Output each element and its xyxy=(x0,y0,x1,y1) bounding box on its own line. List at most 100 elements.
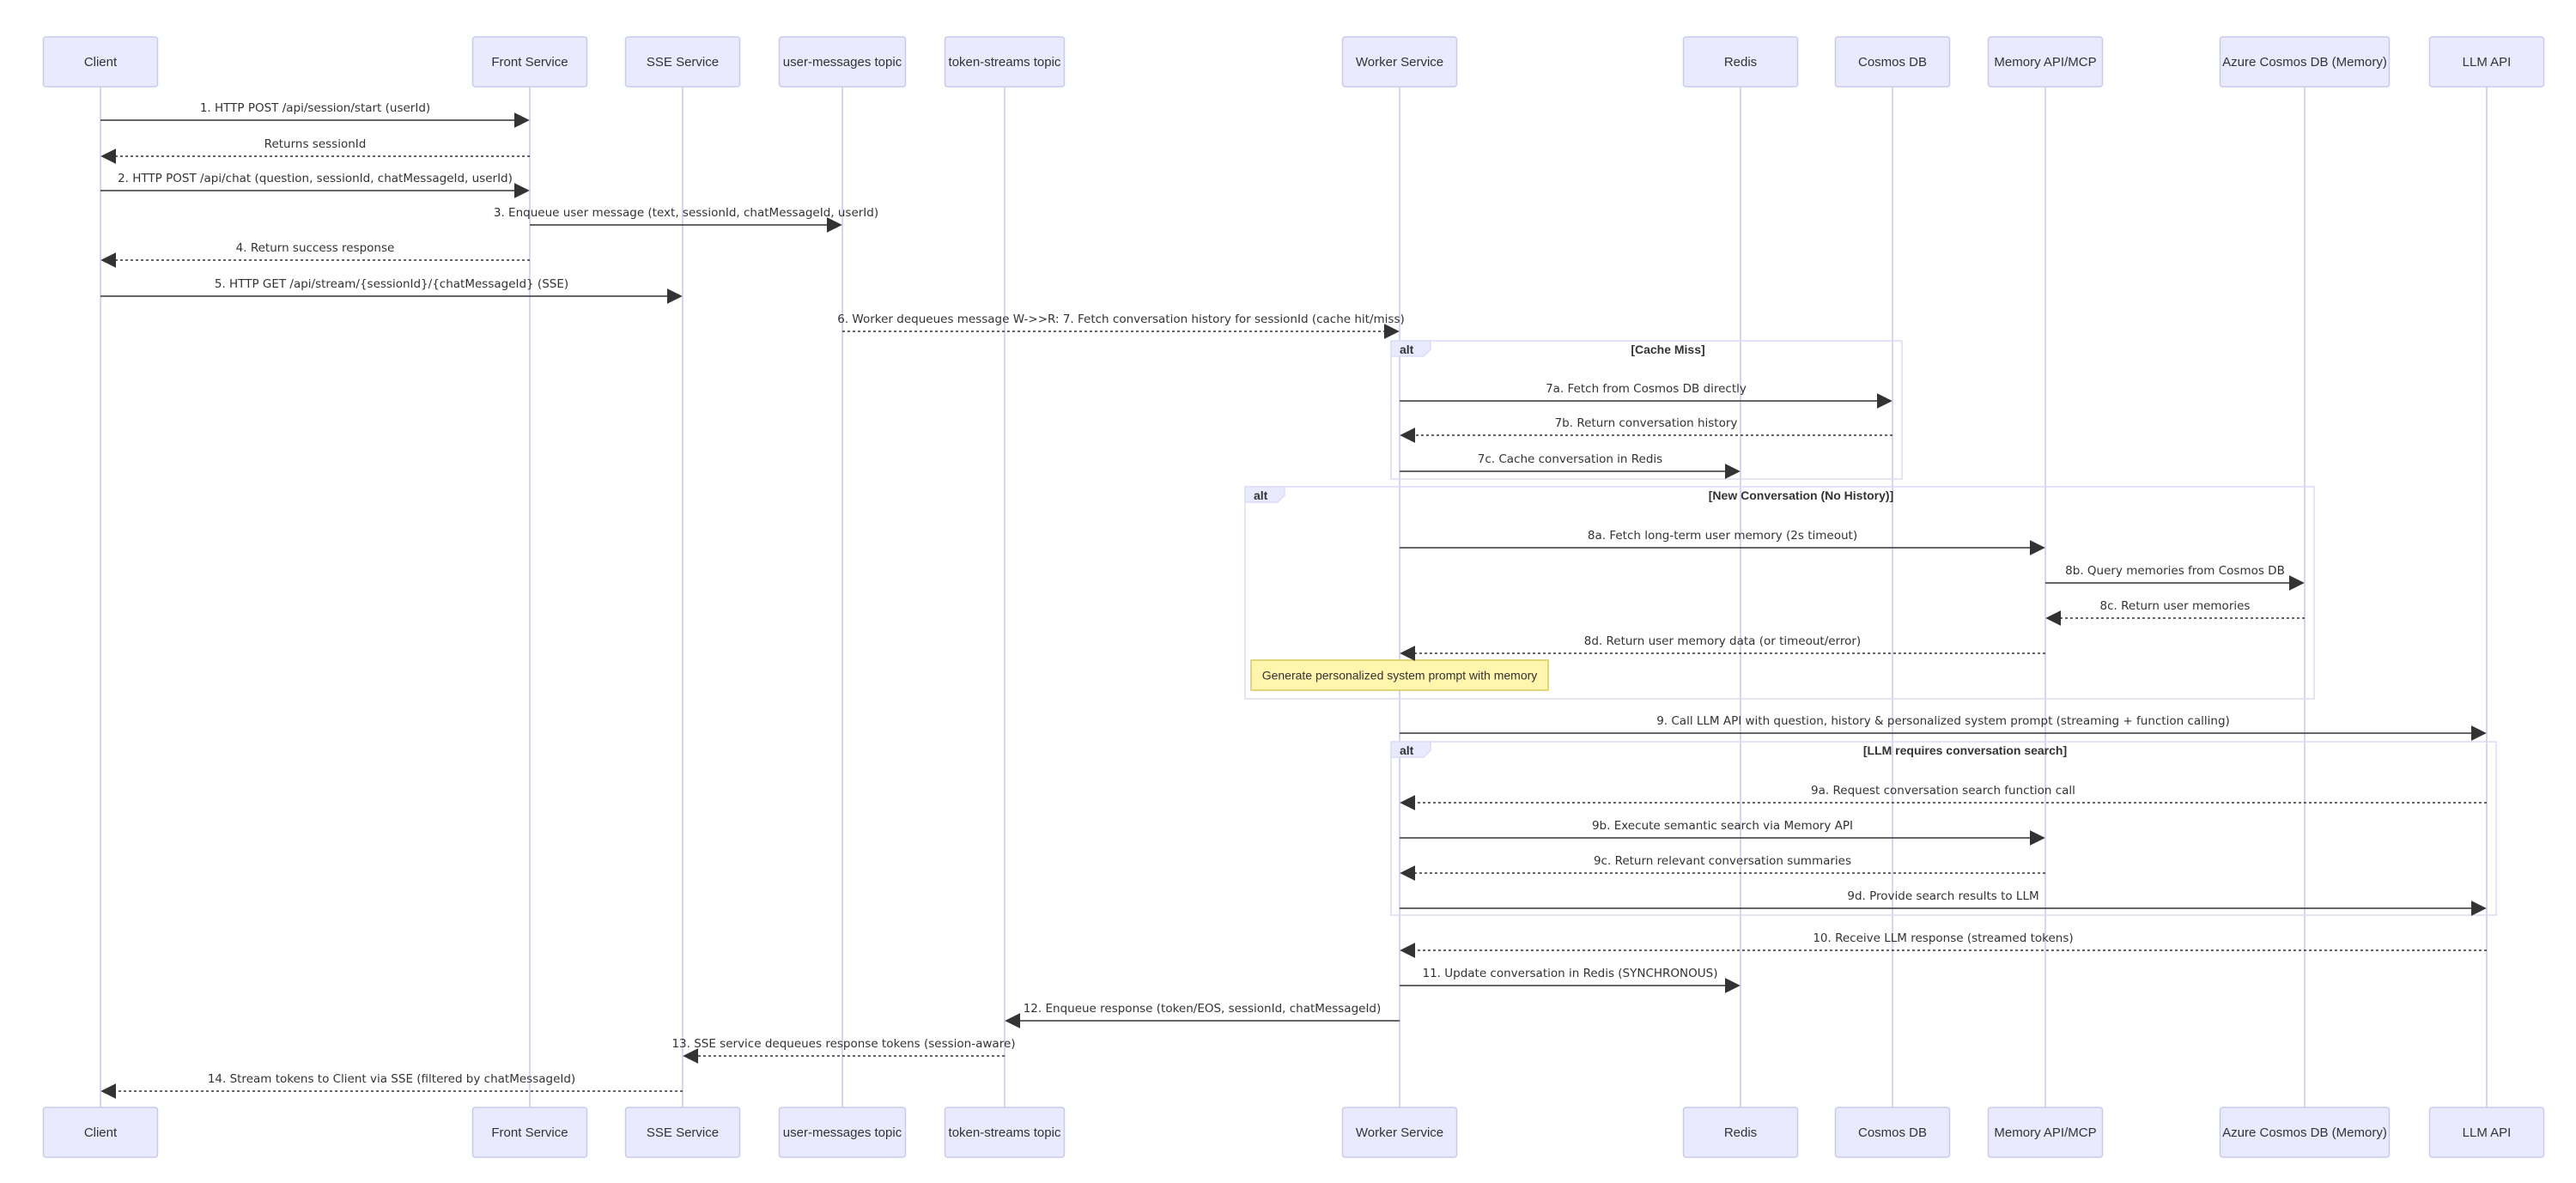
participant-label: Redis xyxy=(1724,1125,1757,1140)
alt-keyword: alt xyxy=(1400,743,1414,757)
message-6: 5. HTTP GET /api/stream/{sessionId}/{cha… xyxy=(100,277,683,304)
message-14: 8d. Return user memory data (or timeout/… xyxy=(1400,634,2045,661)
participant-worker-bottom[interactable]: Worker Service xyxy=(1341,1107,1458,1158)
participant-box xyxy=(1682,36,1799,88)
participant-box xyxy=(624,36,741,88)
participant-llm-bottom[interactable]: LLM API xyxy=(2428,1107,2545,1158)
participant-label: SSE Service xyxy=(647,55,719,70)
participant-box xyxy=(778,36,907,88)
participant-acos-top[interactable]: Azure Cosmos DB (Memory) xyxy=(2219,36,2391,88)
participant-ts-top[interactable]: token-streams topic xyxy=(944,36,1066,88)
participant-label: Cosmos DB xyxy=(1858,1125,1927,1140)
note-layer: Generate personalized system prompt with… xyxy=(1250,659,1549,691)
participant-llm-top[interactable]: LLM API xyxy=(2428,36,2545,88)
message-label: 12. Enqueue response (token/EOS, session… xyxy=(1024,1002,1382,1016)
participant-cosmos-top[interactable]: Cosmos DB xyxy=(1834,36,1951,88)
participant-redis-top[interactable]: Redis xyxy=(1682,36,1799,88)
participant-um-bottom[interactable]: user-messages topic xyxy=(778,1107,907,1158)
participant-box xyxy=(42,36,159,88)
message-label: 9a. Request conversation search function… xyxy=(1811,784,2075,798)
message-label: 7c. Cache conversation in Redis xyxy=(1478,452,1662,466)
participant-box xyxy=(1341,36,1458,88)
alt-condition: [Cache Miss] xyxy=(1631,343,1704,356)
participant-label: Redis xyxy=(1724,55,1757,70)
message-label: 13. SSE service dequeues response tokens… xyxy=(671,1037,1015,1051)
message-label: 1. HTTP POST /api/session/start (userId) xyxy=(200,101,430,115)
participant-box xyxy=(471,36,588,88)
message-label: 3. Enqueue user message (text, sessionId… xyxy=(494,206,878,220)
message-label: 9c. Return relevant conversation summari… xyxy=(1594,854,1851,868)
participant-front-top[interactable]: Front Service xyxy=(471,36,588,88)
message-label: 9. Call LLM API with question, history &… xyxy=(1656,714,2230,728)
message-label: Returns sessionId xyxy=(264,137,367,151)
message-label: 7a. Fetch from Cosmos DB directly xyxy=(1546,382,1747,396)
participant-label: token-streams topic xyxy=(949,1125,1061,1140)
participant-mem-bottom[interactable]: Memory API/MCP xyxy=(1987,1107,2104,1158)
participant-label: Memory API/MCP xyxy=(1994,55,2096,70)
participant-label: LLM API xyxy=(2463,1125,2512,1140)
message-label: 6. Worker dequeues message W->>R: 7. Fet… xyxy=(837,312,1405,326)
message-10: 7c. Cache conversation in Redis xyxy=(1400,452,1741,479)
alt-condition: [New Conversation (No History)] xyxy=(1709,488,1893,502)
message-label: 8c. Return user memories xyxy=(2100,599,2251,613)
alt-condition: [LLM requires conversation search] xyxy=(1863,743,2067,757)
alt-fragments: alt [Cache Miss] alt [New Conversation (No … xyxy=(1244,340,2497,916)
participant-box xyxy=(2219,1107,2391,1158)
participant-label: Client xyxy=(84,55,118,70)
message-12: 8b. Query memories from Cosmos DB xyxy=(2045,564,2305,591)
participant-mem-top[interactable]: Memory API/MCP xyxy=(1987,36,2104,88)
participant-label: Worker Service xyxy=(1356,1125,1443,1140)
participant-label: Azure Cosmos DB (Memory) xyxy=(2222,55,2387,70)
participant-um-top[interactable]: user-messages topic xyxy=(778,36,907,88)
participant-label: Client xyxy=(84,1125,118,1140)
participant-label: token-streams topic xyxy=(949,55,1061,70)
participant-label: LLM API xyxy=(2463,55,2512,70)
participant-box xyxy=(1834,1107,1951,1158)
participant-sse-bottom[interactable]: SSE Service xyxy=(624,1107,741,1158)
message-8: 7a. Fetch from Cosmos DB directly xyxy=(1400,382,1893,409)
note: Generate personalized system prompt with… xyxy=(1250,659,1549,691)
message-16: 9a. Request conversation search function… xyxy=(1400,784,2487,810)
message-5: 4. Return success response xyxy=(100,241,530,268)
message-label: 2. HTTP POST /api/chat (question, sessio… xyxy=(118,172,513,185)
note-box xyxy=(1250,659,1549,691)
message-7: 6. Worker dequeues message W->>R: 7. Fet… xyxy=(837,312,1405,339)
alt-frame xyxy=(1390,741,2497,916)
message-label: 9b. Execute semantic search via Memory A… xyxy=(1592,819,1853,833)
participant-box xyxy=(1341,1107,1458,1158)
message-2: Returns sessionId xyxy=(100,137,530,164)
alt-label-box xyxy=(1390,340,1431,357)
participant-box xyxy=(2428,1107,2545,1158)
participant-front-bottom[interactable]: Front Service xyxy=(471,1107,588,1158)
participant-box xyxy=(1987,36,2104,88)
alt-keyword: alt xyxy=(1400,343,1414,356)
message-21: 11. Update conversation in Redis (SYNCHR… xyxy=(1400,967,1741,993)
participant-ts-bottom[interactable]: token-streams topic xyxy=(944,1107,1066,1158)
message-label: 10. Receive LLM response (streamed token… xyxy=(1813,931,2073,945)
message-17: 9b. Execute semantic search via Memory A… xyxy=(1400,819,2045,846)
participant-label: user-messages topic xyxy=(783,1125,902,1140)
alt-keyword: alt xyxy=(1254,488,1268,502)
message-15: 9. Call LLM API with question, history &… xyxy=(1400,714,2487,741)
participant-sse-top[interactable]: SSE Service xyxy=(624,36,741,88)
participant-client-top[interactable]: Client xyxy=(42,36,159,88)
participant-label: Front Service xyxy=(491,1125,568,1140)
message-18: 9c. Return relevant conversation summari… xyxy=(1400,854,2045,881)
participant-cosmos-bottom[interactable]: Cosmos DB xyxy=(1834,1107,1951,1158)
message-label: 7b. Return conversation history xyxy=(1555,416,1738,430)
participant-acos-bottom[interactable]: Azure Cosmos DB (Memory) xyxy=(2219,1107,2391,1158)
note-text: Generate personalized system prompt with… xyxy=(1262,669,1538,682)
message-22: 12. Enqueue response (token/EOS, session… xyxy=(1005,1002,1400,1028)
alt-fragment: alt [New Conversation (No History)] xyxy=(1244,486,2315,700)
message-20: 10. Receive LLM response (streamed token… xyxy=(1400,931,2487,958)
participant-worker-top[interactable]: Worker Service xyxy=(1341,36,1458,88)
participant-box xyxy=(944,36,1066,88)
participant-redis-bottom[interactable]: Redis xyxy=(1682,1107,1799,1158)
participant-client-bottom[interactable]: Client xyxy=(42,1107,159,1158)
lifelines xyxy=(100,87,2488,1107)
alt-label-box xyxy=(1244,486,1285,503)
message-3: 2. HTTP POST /api/chat (question, sessio… xyxy=(100,172,530,198)
message-23: 13. SSE service dequeues response tokens… xyxy=(671,1037,1016,1064)
